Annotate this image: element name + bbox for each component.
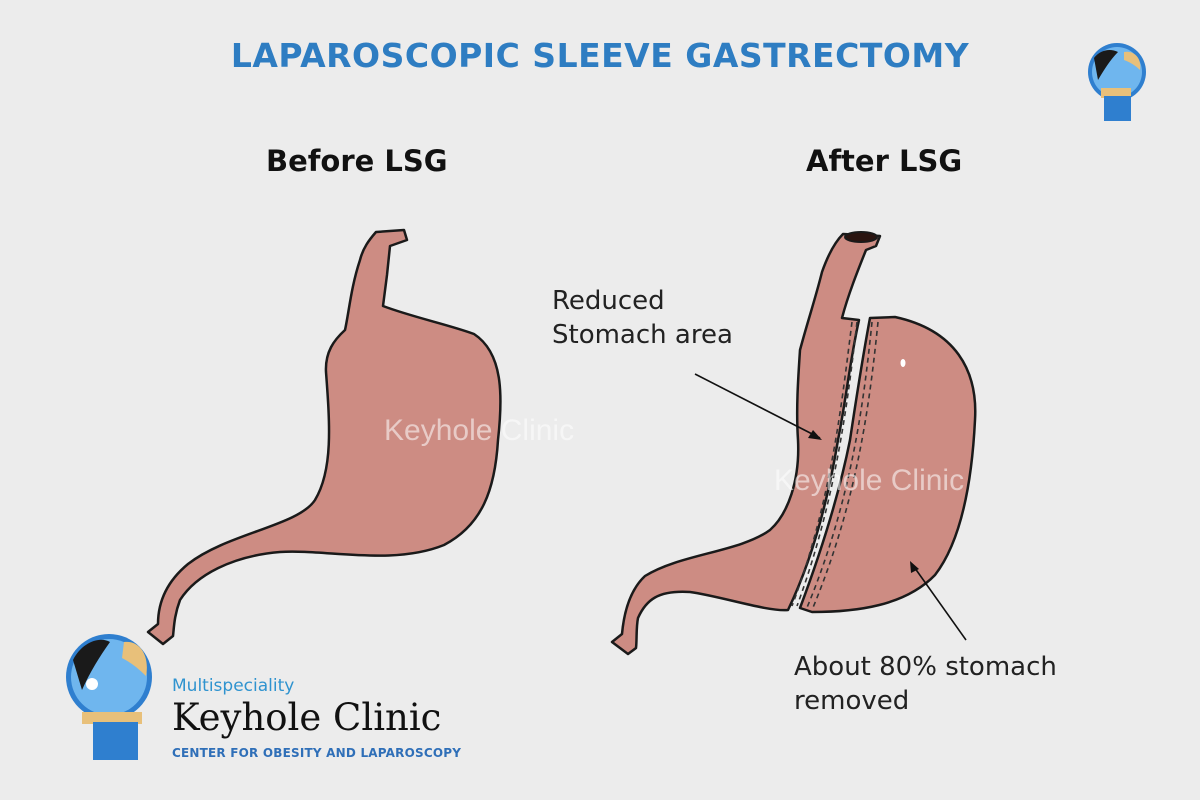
before-stomach-diagram [146, 228, 502, 646]
brand-name: Keyhole Clinic [172, 696, 442, 739]
removed-label-line1: About 80% stomach [794, 652, 1057, 682]
reduced-stomach-label: Reduced Stomach area [552, 284, 733, 352]
logo-icon-top-right [1088, 43, 1146, 121]
esophagus-opening [844, 231, 878, 243]
before-stomach-shape [146, 228, 502, 646]
staple-line-2 [796, 321, 858, 607]
removed-arrow-line [911, 563, 967, 641]
annotation-arrows [694, 373, 967, 641]
removed-label-line2: removed [794, 686, 910, 716]
reduced-arrow-line [694, 373, 821, 439]
page-title: LAPAROSCOPIC SLEEVE GASTRECTOMY [230, 36, 970, 75]
removed-stomach-label: About 80% stomach removed [794, 650, 1057, 718]
after-heading: After LSG [806, 144, 963, 178]
brand-tagline: CENTER FOR OBESITY AND LAPAROSCOPY [172, 746, 462, 760]
staple-line-3 [805, 321, 873, 611]
reduced-arrow-head [808, 430, 822, 440]
removed-stomach-portion [798, 315, 977, 614]
staple-line-1 [791, 321, 853, 607]
brand-multispeciality: Multispeciality [172, 676, 295, 696]
before-watermark: Keyhole Clinic [384, 414, 575, 447]
reduced-label-line1: Reduced [552, 286, 665, 316]
highlight-dot [900, 359, 906, 367]
reduced-sleeve-portion [610, 232, 882, 656]
before-heading: Before LSG [266, 144, 448, 178]
staple-line-4 [811, 321, 879, 611]
reduced-label-line2: Stomach area [552, 320, 733, 350]
after-stomach-diagram [610, 231, 977, 656]
after-watermark: Keyhole Clinic [774, 464, 965, 497]
removed-arrow-head [910, 561, 919, 573]
logo-icon-bottom-left [66, 634, 152, 760]
